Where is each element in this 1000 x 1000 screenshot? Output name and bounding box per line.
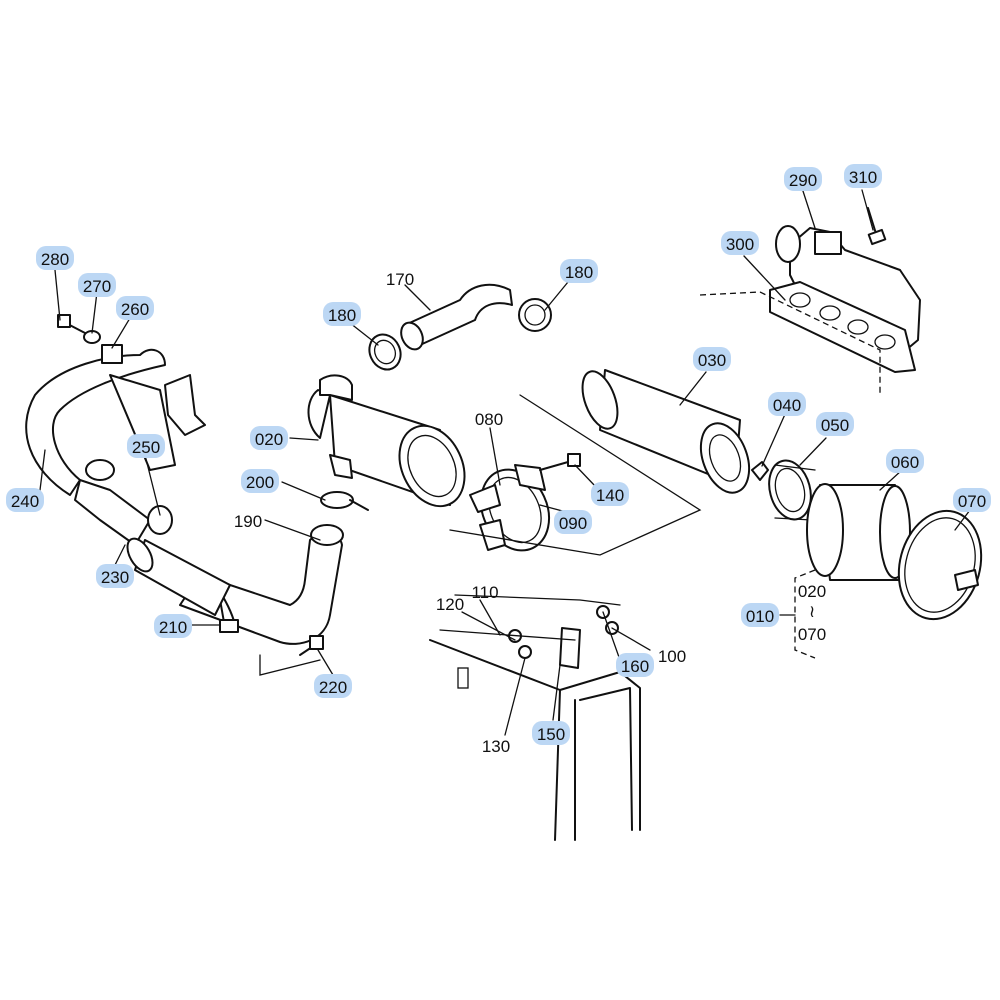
svg-text:020: 020 [255, 430, 283, 449]
callout-180-left: 180 [323, 302, 361, 326]
pipe-230 [74, 479, 231, 616]
callout-110: 110 [471, 583, 498, 602]
callout-120: 120 [436, 595, 464, 614]
bracket-260 [101, 344, 206, 436]
wing-nut-040 [751, 461, 769, 481]
callout-160: 160 [616, 653, 654, 677]
callout-250: 250 [127, 434, 165, 458]
callout-070: 070 [953, 488, 991, 512]
callout-100: 100 [658, 647, 686, 666]
callout-190: 190 [234, 512, 262, 531]
ring-050 [768, 459, 816, 521]
callout-030: 030 [693, 347, 731, 371]
callout-310: 310 [844, 164, 882, 188]
callout-080: 080 [475, 410, 503, 429]
assembly-range: 020 ≀ 070 [798, 582, 826, 644]
svg-text:200: 200 [246, 473, 274, 492]
bolt-280 [57, 314, 86, 334]
clamp-070 [897, 509, 983, 621]
callout-060: 060 [886, 449, 924, 473]
svg-text:220: 220 [319, 678, 347, 697]
clamp-180-right [518, 298, 552, 332]
callout-280: 280 [36, 246, 74, 270]
callout-230: 230 [96, 564, 134, 588]
callout-090: 090 [554, 510, 592, 534]
svg-text:030: 030 [698, 351, 726, 370]
svg-text:070: 070 [798, 625, 826, 644]
bolt-310 [867, 207, 887, 246]
svg-text:010: 010 [746, 607, 774, 626]
svg-text:100: 100 [658, 647, 686, 666]
filter-element-030 [581, 369, 751, 494]
callout-200: 200 [241, 469, 279, 493]
svg-text:190: 190 [234, 512, 262, 531]
callout-220: 220 [314, 674, 352, 698]
svg-text:050: 050 [821, 416, 849, 435]
hose-170 [400, 283, 513, 351]
svg-text:150: 150 [537, 725, 565, 744]
svg-text:300: 300 [726, 235, 754, 254]
callout-270: 270 [78, 273, 116, 297]
svg-text:060: 060 [891, 453, 919, 472]
callout-130: 130 [482, 737, 510, 756]
frame [429, 639, 641, 841]
svg-text:230: 230 [101, 568, 129, 587]
callout-240: 240 [6, 488, 44, 512]
svg-text:250: 250 [132, 438, 160, 457]
svg-text:140: 140 [596, 486, 624, 505]
clamp-250 [85, 459, 173, 535]
air-cleaner-body [307, 374, 466, 508]
svg-text:210: 210 [159, 618, 187, 637]
callout-170: 170 [386, 270, 414, 289]
svg-text:170: 170 [386, 270, 414, 289]
svg-text:160: 160 [621, 657, 649, 676]
callout-labels: 280 270 260 250 240 230 210 220 190 200 … [6, 164, 991, 756]
callout-040: 040 [768, 392, 806, 416]
svg-text:310: 310 [849, 168, 877, 187]
callout-180-right: 180 [560, 259, 598, 283]
clamp-200 [320, 491, 369, 511]
assembly-bracket-010 [794, 569, 816, 659]
svg-text:240: 240 [11, 492, 39, 511]
svg-text:270: 270 [83, 277, 111, 296]
callout-260: 260 [116, 296, 154, 320]
svg-text:110: 110 [471, 583, 498, 602]
callout-050: 050 [816, 412, 854, 436]
callout-140: 140 [591, 482, 629, 506]
callout-010: 010 [741, 603, 779, 627]
svg-text:040: 040 [773, 396, 801, 415]
svg-text:180: 180 [328, 306, 356, 325]
svg-text:≀: ≀ [809, 602, 815, 621]
svg-text:070: 070 [958, 492, 986, 511]
svg-text:020: 020 [798, 582, 826, 601]
svg-text:180: 180 [565, 263, 593, 282]
svg-text:260: 260 [121, 300, 149, 319]
clamp-180-left [368, 333, 402, 371]
dust-cup-060 [806, 483, 911, 581]
svg-text:090: 090 [559, 514, 587, 533]
leader-lines [39, 187, 971, 736]
bolt-140 [539, 453, 581, 471]
svg-text:130: 130 [482, 737, 510, 756]
callout-020: 020 [250, 426, 288, 450]
bolt-220 [299, 635, 324, 656]
svg-text:080: 080 [475, 410, 503, 429]
callout-150: 150 [532, 721, 570, 745]
exhaust-manifold [769, 225, 921, 373]
svg-text:120: 120 [436, 595, 464, 614]
svg-text:290: 290 [789, 171, 817, 190]
callout-290: 290 [784, 167, 822, 191]
callout-300: 300 [721, 231, 759, 255]
svg-text:280: 280 [41, 250, 69, 269]
callout-210: 210 [154, 614, 192, 638]
